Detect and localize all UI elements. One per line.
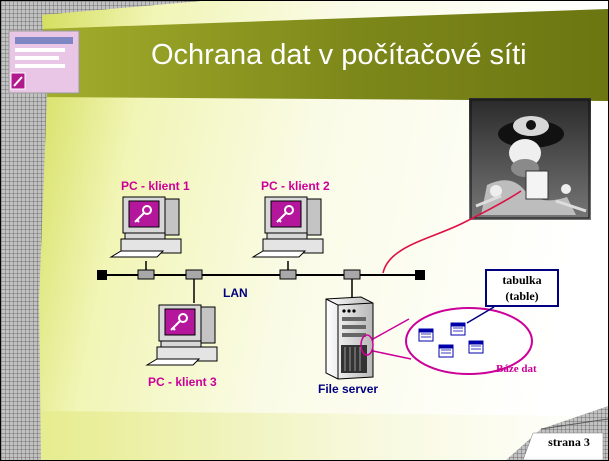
pc-client-2: [251, 196, 324, 258]
remote-link: [382, 190, 522, 274]
client-3-label: PC - klient 3: [148, 375, 217, 389]
pc-client-3: [145, 304, 218, 366]
table-callout-line-2: (table): [505, 289, 539, 303]
client-2-label: PC - klient 2: [261, 179, 330, 193]
pirate-image: [469, 98, 591, 220]
table-callout-line-1: tabulka: [502, 273, 542, 287]
presentation-icon: [8, 30, 80, 94]
lan-backbone: [97, 261, 425, 303]
database-label: Báze dat: [496, 363, 537, 375]
slide-title: Ochrana dat v počítačové síti: [151, 39, 527, 71]
page-number: strana 3: [548, 435, 590, 449]
database-group: [372, 306, 533, 375]
file-server: [325, 296, 374, 380]
pc-client-1: [109, 196, 182, 258]
table-callout: tabulka (table): [485, 269, 559, 307]
server-label: File server: [318, 382, 379, 396]
table-icon: [418, 322, 484, 358]
lan-label: LAN: [223, 286, 248, 300]
client-1-label: PC - klient 1: [121, 179, 190, 193]
